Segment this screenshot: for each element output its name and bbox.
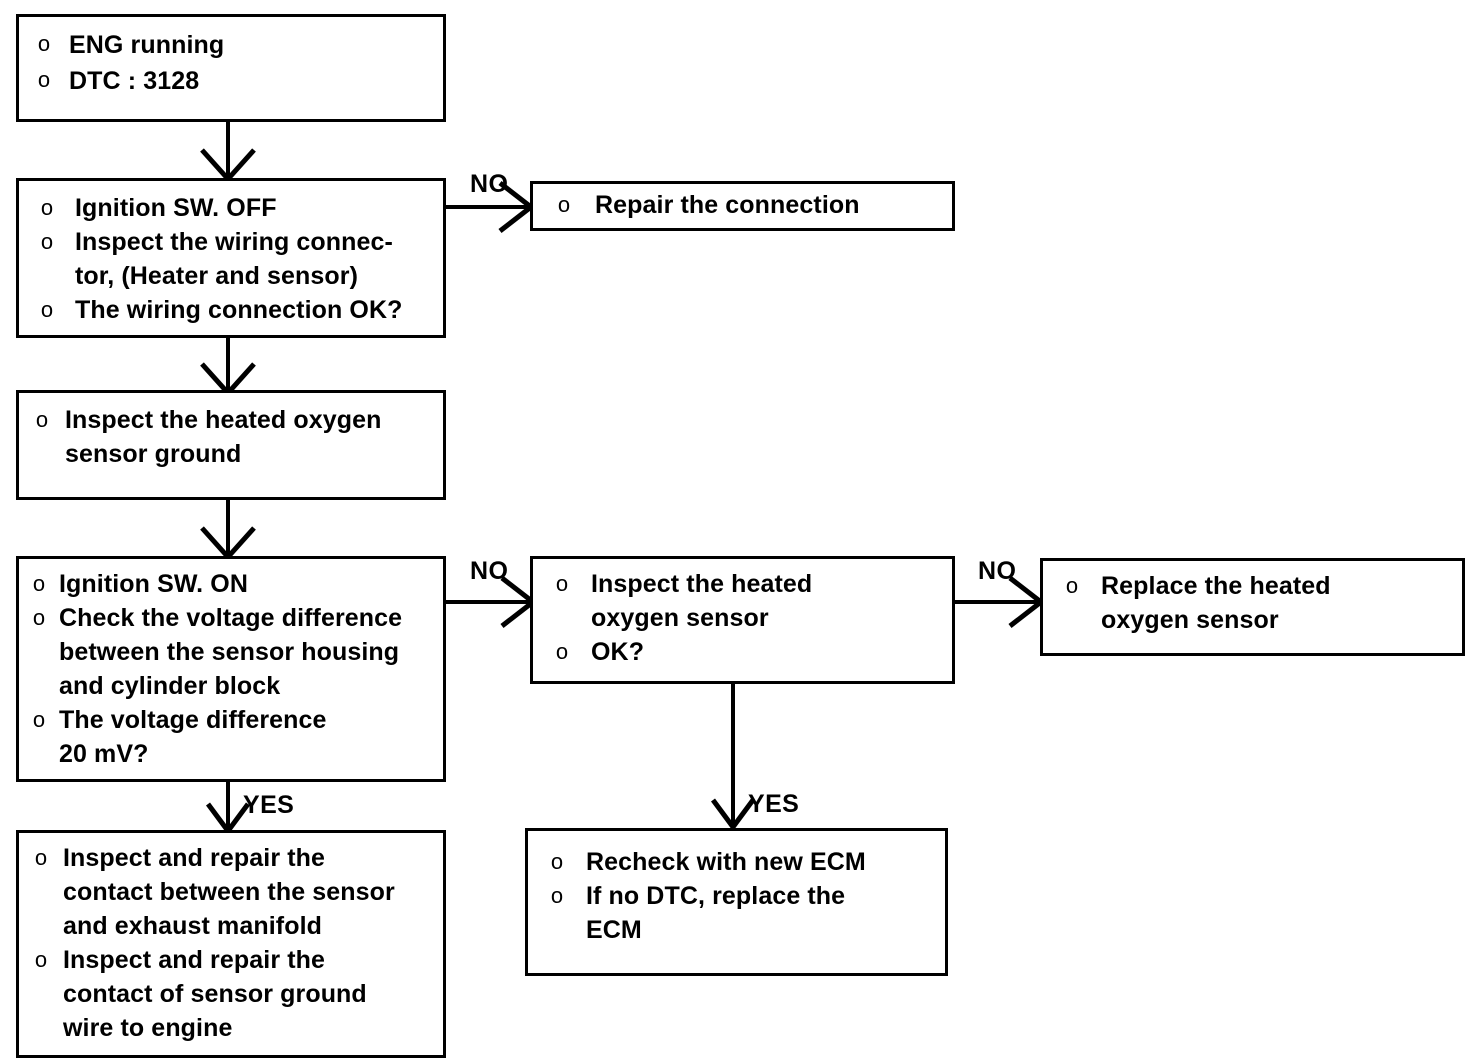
bullet-item: o ENG running xyxy=(19,27,443,63)
bullet-label: The voltage difference 20 mV? xyxy=(59,706,327,768)
bullet-glyph: o xyxy=(1065,573,1079,598)
bullet-label: The wiring connection OK? xyxy=(75,296,403,324)
bullet-glyph: o xyxy=(40,229,54,254)
connector-ignition-on-to-contacts xyxy=(226,782,230,830)
bullet-glyph: o xyxy=(40,195,54,220)
bullet-item: o Ignition SW. ON xyxy=(19,567,443,601)
edge-label-yes-sensor: YES xyxy=(748,790,800,818)
bullet-label: Check the voltage difference between the… xyxy=(59,604,403,700)
bullet-glyph: o xyxy=(32,707,46,732)
bullet-item: o Ignition SW. OFF xyxy=(19,191,443,225)
bullet-glyph: o xyxy=(555,571,569,596)
connector-inspect-o2-to-replace-o2 xyxy=(955,600,1045,604)
arrowhead-start-to-ignition-off xyxy=(200,148,256,183)
bullet-label: Recheck with new ECM xyxy=(586,848,866,876)
bullet-glyph: o xyxy=(37,67,51,92)
bullet-glyph: o xyxy=(37,31,51,56)
bullet-label: Ignition SW. OFF xyxy=(75,194,277,222)
bullet-item: o Inspect the heated oxygen sensor groun… xyxy=(19,403,443,471)
bullet-item: o Replace the heated oxygen sensor xyxy=(1043,569,1462,637)
edge-label-no-voltage: NO xyxy=(470,557,509,585)
bullet-item: o Recheck with new ECM xyxy=(528,845,945,879)
bullet-label: Inspect the heated oxygen sensor xyxy=(591,570,813,632)
node-inspect-sensor-ground: o Inspect the heated oxygen sensor groun… xyxy=(16,390,446,500)
bullet-label: Inspect and repair the contact between t… xyxy=(63,844,395,940)
node-inspect-heated-o2-sensor: o Inspect the heated oxygen sensor o OK? xyxy=(530,556,955,684)
bullet-label: Replace the heated oxygen sensor xyxy=(1101,572,1331,634)
connector-start-to-ignition-off xyxy=(226,122,230,178)
bullet-glyph: o xyxy=(35,407,49,432)
node-ignition-sw-off: o Ignition SW. OFF o Inspect the wiring … xyxy=(16,178,446,338)
node-ignition-sw-on: o Ignition SW. ON o Check the voltage di… xyxy=(16,556,446,782)
bullet-label: Inspect the wiring connec- tor, (Heater … xyxy=(75,228,393,290)
bullet-glyph: o xyxy=(557,192,571,217)
edge-label-no-wiring: NO xyxy=(470,170,509,198)
node-replace-heated-o2-sensor: o Replace the heated oxygen sensor xyxy=(1040,558,1465,656)
bullet-item: o Repair the connection xyxy=(533,188,952,222)
bullet-glyph: o xyxy=(32,605,46,630)
connector-ignition-off-to-repair xyxy=(446,205,530,209)
bullet-item: o The wiring connection OK? xyxy=(19,293,443,327)
bullet-item: o Inspect and repair the contact of sens… xyxy=(19,943,443,1045)
arrowhead-ground-to-ignition-on xyxy=(200,526,256,561)
bullet-label: Inspect and repair the contact of sensor… xyxy=(63,946,367,1042)
bullet-item: o OK? xyxy=(533,635,952,669)
bullet-item: o The voltage difference 20 mV? xyxy=(19,703,443,771)
bullet-glyph: o xyxy=(34,845,48,870)
connector-ignition-off-to-ground xyxy=(226,338,230,392)
connector-ground-to-ignition-on xyxy=(226,500,230,556)
node-start: o ENG running o DTC : 3128 xyxy=(16,14,446,122)
bullet-item: o Inspect the wiring connec- tor, (Heate… xyxy=(19,225,443,293)
node-recheck-new-ecm: o Recheck with new ECM o If no DTC, repl… xyxy=(525,828,948,976)
connector-inspect-o2-to-ecm xyxy=(731,684,735,826)
bullet-label: If no DTC, replace the ECM xyxy=(586,882,846,944)
bullet-label: Repair the connection xyxy=(595,191,860,219)
bullet-item: o Check the voltage difference between t… xyxy=(19,601,443,703)
arrowhead-inspect-o2-to-ecm xyxy=(710,798,756,832)
bullet-glyph: o xyxy=(550,849,564,874)
bullet-item: o Inspect and repair the contact between… xyxy=(19,841,443,943)
bullet-glyph: o xyxy=(40,297,54,322)
bullet-label: Ignition SW. ON xyxy=(59,570,248,598)
bullet-label: Inspect the heated oxygen sensor ground xyxy=(65,406,382,468)
node-inspect-repair-contacts: o Inspect and repair the contact between… xyxy=(16,830,446,1058)
bullet-label: OK? xyxy=(591,638,645,666)
bullet-label: DTC : 3128 xyxy=(69,67,200,95)
edge-label-yes-voltage: YES xyxy=(243,791,295,819)
bullet-label: ENG running xyxy=(69,31,225,59)
bullet-item: o If no DTC, replace the ECM xyxy=(528,879,945,947)
bullet-glyph: o xyxy=(550,883,564,908)
bullet-item: o DTC : 3128 xyxy=(19,63,443,99)
edge-label-no-sensor: NO xyxy=(978,557,1017,585)
bullet-glyph: o xyxy=(555,639,569,664)
node-repair-connection: o Repair the connection xyxy=(530,181,955,231)
connector-ignition-on-to-inspect-o2 xyxy=(446,600,534,604)
bullet-item: o Inspect the heated oxygen sensor xyxy=(533,567,952,635)
bullet-glyph: o xyxy=(32,571,46,596)
bullet-glyph: o xyxy=(34,947,48,972)
